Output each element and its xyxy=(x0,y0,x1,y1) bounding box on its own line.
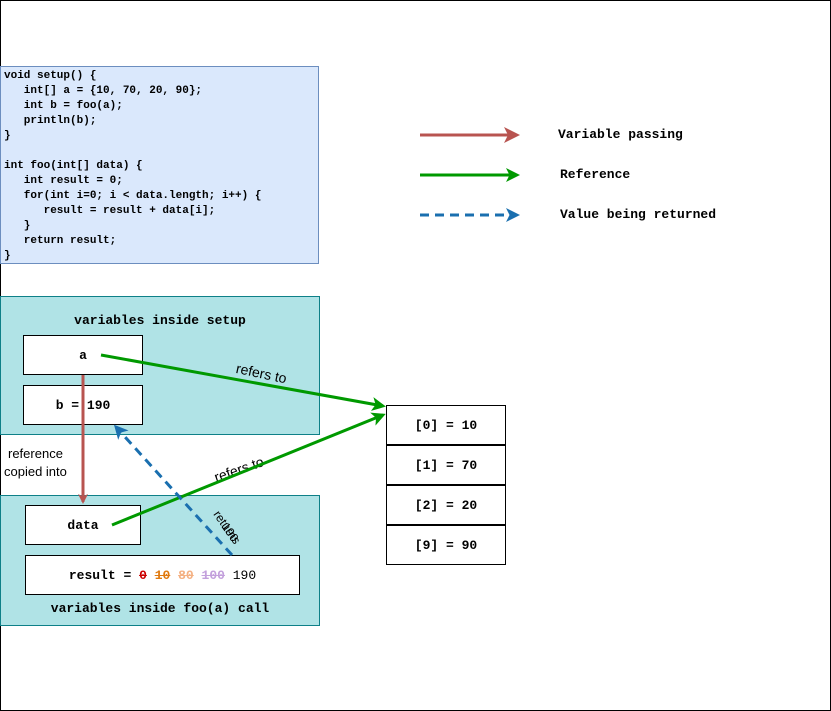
result-final-value: 190 xyxy=(232,567,257,583)
code-line: println(b); xyxy=(4,115,97,127)
code-line: } xyxy=(4,130,11,142)
foo-panel-title: variables inside foo(a) call xyxy=(50,601,270,616)
code-listing: void setup() { int[] a = {10, 70, 20, 90… xyxy=(0,66,319,264)
result-history-value: 0 xyxy=(139,567,147,583)
reference-arrow-data xyxy=(111,412,386,527)
code-line: result = result + data[i]; xyxy=(4,205,216,217)
variable-data-box: data xyxy=(25,505,141,545)
reference-copied-label-line2: copied into xyxy=(4,464,67,479)
legend-variable-passing-label: Variable passing xyxy=(558,127,683,142)
array-cell: [0] = 10 xyxy=(386,405,506,445)
code-line: int result = 0; xyxy=(4,175,123,187)
array-cell: [9] = 90 xyxy=(386,525,506,565)
result-label: result = xyxy=(68,567,140,583)
variable-a-box: a xyxy=(23,335,143,375)
variable-result-box: result = 0 10 80 100 190 xyxy=(25,555,300,595)
code-line: } xyxy=(4,250,11,262)
code-line: int foo(int[] data) { xyxy=(4,160,143,172)
array-cell: [1] = 70 xyxy=(386,445,506,485)
result-history-value: 80 xyxy=(178,567,194,583)
code-line: for(int i=0; i < data.length; i++) { xyxy=(4,190,262,202)
code-line: void setup() { xyxy=(4,70,97,82)
result-history-value: 100 xyxy=(201,567,225,583)
code-line: } xyxy=(4,220,31,232)
reference-arrow-a xyxy=(100,353,386,411)
legend-reference-label: Reference xyxy=(560,167,631,182)
setup-panel-title: variables inside setup xyxy=(74,313,246,328)
legend-value-returned-label: Value being returned xyxy=(560,207,717,222)
return-value-arrow xyxy=(113,424,234,557)
code-line: int[] a = {10, 70, 20, 90}; xyxy=(4,85,203,97)
result-history-value: 10 xyxy=(154,567,171,583)
code-line: return result; xyxy=(4,235,117,247)
reference-copied-label-line1: reference xyxy=(8,446,63,461)
array-cell: [2] = 20 xyxy=(386,485,506,525)
code-line: int b = foo(a); xyxy=(4,100,123,112)
